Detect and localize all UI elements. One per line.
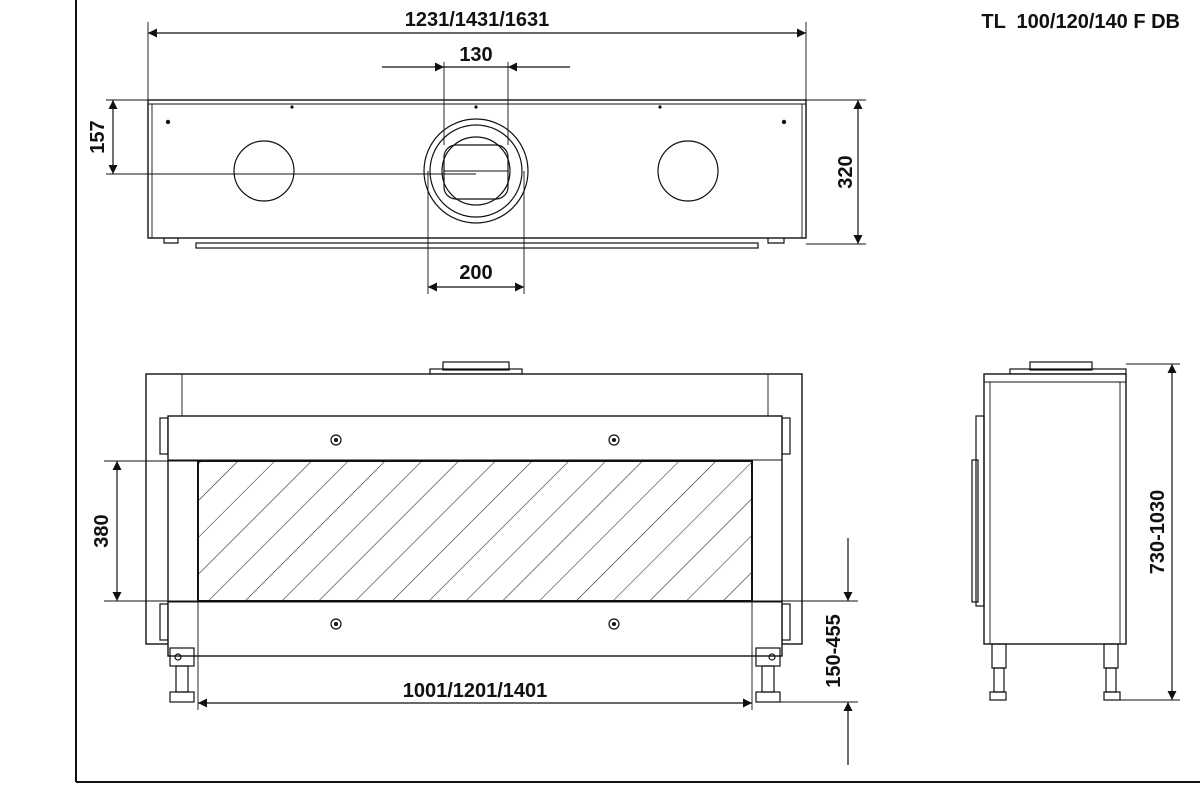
side-vent-right [657, 140, 719, 202]
flue-outer-ring [423, 118, 529, 224]
dim-flue-diameter: 200 [459, 262, 492, 284]
model-title: TL 100/120/140 F DB [981, 11, 1180, 33]
dim-leg-height: 150-455 [823, 614, 845, 687]
frame-screws [330, 434, 620, 630]
dim-flue-width: 130 [459, 44, 492, 66]
front-legs [169, 647, 781, 703]
front-view: 380 1001/1201/1401 150-455 [91, 361, 858, 765]
dim-flue-height: 157 [87, 120, 109, 153]
glass-panel [197, 460, 753, 602]
top-view: 1231/1431/1631 130 157 320 200 [87, 9, 866, 294]
dim-depth: 320 [835, 155, 857, 188]
dim-glass-width: 1001/1201/1401 [403, 680, 548, 702]
dim-glass-height: 380 [91, 514, 113, 547]
page-frame [75, 0, 1200, 783]
side-legs [989, 643, 1121, 701]
flue-opening [443, 144, 509, 200]
side-vent-left [233, 140, 295, 202]
dim-total-height: 730-1030 [1147, 490, 1169, 575]
dim-top-width: 1231/1431/1631 [405, 9, 550, 31]
side-view: 730-1030 [971, 361, 1180, 701]
